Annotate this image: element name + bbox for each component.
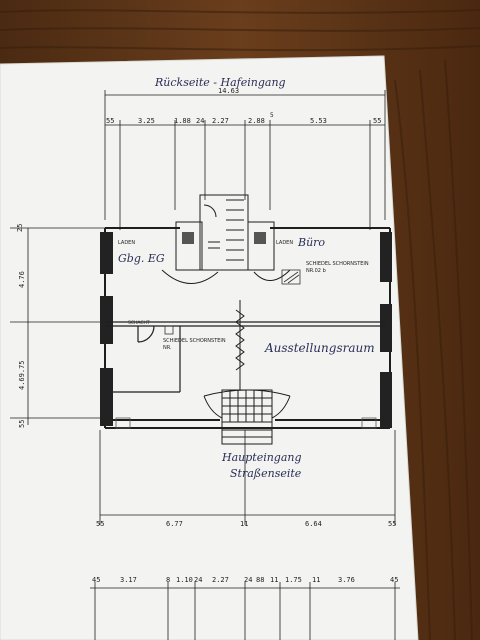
dimension-top-3: 24 [196, 117, 204, 125]
dimension-left-3: 55 [18, 420, 26, 428]
dimension-next-11: 3.76 [338, 576, 355, 584]
dimension-bottom-4: 55 [388, 520, 396, 528]
handwriting-rear-entrance: Rückseite - Hafeingang [154, 76, 286, 89]
dimension-top-0: 55 [106, 117, 114, 125]
handwriting-showroom: Ausstellungsraum [264, 341, 375, 355]
dimension-bottom-3: 6.64 [305, 520, 322, 528]
label-chimney-right-nr: NR.02 b [306, 268, 326, 274]
dimension-next-2: 8 [166, 576, 170, 584]
dimension-top-6: 5 [270, 112, 274, 119]
dimension-left-0: 25 [16, 224, 24, 232]
dimension-bottom-0: 55 [96, 520, 104, 528]
dimension-next-9: 1.75 [285, 576, 302, 584]
dimension-bottom-1: 6.77 [166, 520, 183, 528]
label-shaft: SCHACHT [128, 320, 150, 326]
handwriting-street-side: Straßenseite [230, 467, 302, 480]
label-laden-left: LADEN [118, 240, 135, 246]
dimension-next-0: 45 [92, 576, 100, 584]
handwriting-room-right: Büro [297, 236, 325, 249]
handwriting-main-entrance: Haupteingang [221, 451, 302, 464]
dimension-top-8: 55 [373, 117, 381, 125]
label-chimney-right: SCHIEDEL SCHORNSTEIN [306, 261, 369, 267]
dimension-top-4: 2.27 [212, 117, 229, 125]
dimension-next-8: 11 [270, 576, 278, 584]
dimension-next-7: 88 [256, 576, 264, 584]
label-chimney-left-nr: NR. [163, 345, 172, 351]
dimension-left-2: 4.69.75 [18, 360, 26, 390]
dimension-next-4: 24 [194, 576, 202, 584]
dimension-next-1: 3.17 [120, 576, 137, 584]
dimension-next-3: 1.10 [176, 576, 193, 584]
dimension-next-6: 24 [244, 576, 252, 584]
handwriting-room-left: Gbg. EG [118, 252, 165, 265]
dimension-top-5: 2.88 [248, 117, 265, 125]
dimension-top-7: 5.53 [310, 117, 327, 125]
label-laden-right: LADEN [276, 240, 293, 246]
dimension-overall: 14.63 [218, 87, 239, 95]
dimension-top-2: 1.88 [174, 117, 191, 125]
dimension-next-5: 2.27 [212, 576, 229, 584]
label-chimney-left: SCHIEDEL SCHORNSTEIN [163, 338, 226, 344]
dimension-left-1: 4.76 [18, 271, 26, 288]
dimension-next-10: 11 [312, 576, 320, 584]
dimension-next-12: 45 [390, 576, 398, 584]
dimension-bottom-2: 11 [240, 520, 248, 528]
dimension-top-1: 3.25 [138, 117, 155, 125]
